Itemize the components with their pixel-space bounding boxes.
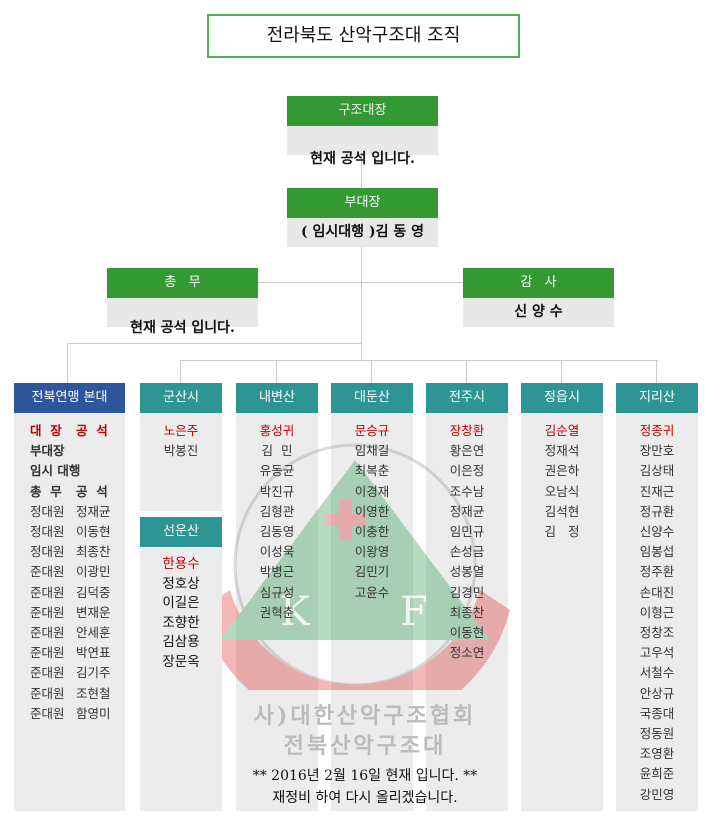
unit-column: 내변산 — [236, 383, 318, 811]
member-role: 정대원 — [30, 503, 65, 519]
secretary-name: 현재 공석 입니다. — [130, 320, 235, 336]
member-name: 이길은 — [162, 595, 200, 611]
connector-line — [561, 360, 562, 383]
member-row: 준대원 박연표 — [30, 643, 125, 663]
member-name: 조현철 — [76, 685, 111, 701]
unit-column: 전주시 — [426, 383, 508, 811]
member-name: 김기주 — [76, 665, 111, 681]
notice-line1: ** 2016년 2월 16일 현재 입니다. ** — [252, 768, 478, 784]
unit-title: 선운산 — [140, 517, 222, 547]
member-role: 준대원 — [30, 685, 65, 701]
member-role: 준대원 — [30, 625, 65, 641]
member-role: 준대원 — [30, 665, 65, 681]
member-name: 정호상 — [162, 575, 200, 592]
member-name: 박연표 — [76, 645, 111, 661]
connector-line — [257, 282, 463, 283]
auditor-role: 감 사 — [463, 268, 614, 298]
member-role: 부대장 — [30, 443, 65, 459]
member-name: 이동현 — [76, 524, 111, 540]
unit-title: 정읍시 — [521, 383, 603, 413]
deputy-box: 부대장 ( 임시대행 )김 동 영 — [287, 188, 438, 247]
member-role: 총 무 — [30, 483, 62, 499]
member-name: 공 석 — [76, 423, 108, 438]
member-row: 준대원 함영미 — [30, 704, 125, 724]
unit-column: 군산시 — [140, 383, 222, 511]
member-name: 정재균 — [76, 503, 111, 519]
connector-line — [67, 343, 362, 344]
connector-line — [361, 155, 362, 360]
auditor-name: 신 양 수 — [463, 298, 614, 327]
member-row: 정대원 최종찬 — [30, 542, 125, 562]
connector-line — [656, 360, 657, 383]
unit-column: 대둔산 — [331, 383, 413, 811]
unit-column: 정읍시 — [521, 383, 603, 811]
member-role: 준대원 — [30, 645, 65, 661]
member-name: 공 석 — [76, 483, 108, 499]
member-row: 준대원 조현철 — [30, 684, 125, 704]
member-name: 한용수 — [162, 556, 200, 572]
notice-line2: 재정비 하여 다시 올리겠습니다. — [272, 790, 458, 806]
leader-box: 구조대장 — [287, 96, 438, 155]
deputy-role: 부대장 — [287, 188, 438, 218]
member-row: 부대장임시 대행 — [30, 441, 125, 481]
secretary-box: 총 무 — [107, 268, 258, 327]
member-role: 정대원 — [30, 544, 65, 560]
unit-title: 군산시 — [140, 383, 222, 413]
unit-title: 지리산 — [616, 383, 698, 413]
connector-line — [180, 360, 181, 383]
member-name: 장문옥 — [162, 653, 200, 670]
connector-line — [466, 360, 467, 383]
member-role: 정대원 — [30, 524, 65, 540]
connector-line — [371, 360, 372, 383]
connector-line — [67, 343, 68, 383]
member-row: 준대원 김기주 — [30, 663, 125, 683]
watermark-line2: 전북산악구조대 — [283, 733, 447, 759]
unit-title: 전주시 — [426, 383, 508, 413]
member-name: 김덕중 — [76, 584, 111, 600]
member-row: 준대원 안세훈 — [30, 623, 125, 643]
unit-title: 내변산 — [236, 383, 318, 413]
leader-role: 구조대장 — [287, 96, 438, 126]
member-row: 정대원 이동현 — [30, 522, 125, 542]
unit-column: 지리산 — [616, 383, 698, 811]
page-title: 전라북도 산악구조대 조직 — [207, 14, 520, 58]
secretary-role: 총 무 — [107, 268, 258, 298]
member-name: 임시 대행 — [30, 463, 81, 479]
member-row: 준대원 김덕중 — [30, 583, 125, 603]
member-role: 준대원 — [30, 564, 65, 580]
member-name: 조향한 — [162, 614, 200, 631]
member-row: 준대원 변재운 — [30, 603, 125, 623]
member-name: 안세훈 — [76, 625, 111, 641]
watermark-line1: 사)대한산악구조협회 — [253, 703, 477, 729]
unit-title: 전북연맹 본대 — [14, 383, 125, 413]
auditor-box: 감 사 신 양 수 — [463, 268, 614, 327]
member-name: 김삼용 — [162, 634, 200, 650]
member-row: 정대원 정재균 — [30, 502, 125, 522]
leader-name: 현재 공석 입니다. — [310, 151, 415, 167]
member-role: 대 장 — [30, 423, 62, 438]
member-role: 준대원 — [30, 604, 65, 620]
member-role: 준대원 — [30, 584, 65, 600]
deputy-name: ( 임시대행 )김 동 영 — [287, 218, 438, 247]
member-name: 최종찬 — [76, 544, 111, 560]
member-role: 준대원 — [30, 705, 65, 721]
unit-title: 대둔산 — [331, 383, 413, 413]
member-row: 준대원 이광민 — [30, 562, 125, 582]
member-name: 변재운 — [76, 604, 111, 620]
connector-line — [180, 360, 658, 361]
member-name: 이광민 — [76, 564, 111, 580]
member-name: 함영미 — [76, 705, 111, 721]
connector-line — [276, 360, 277, 383]
